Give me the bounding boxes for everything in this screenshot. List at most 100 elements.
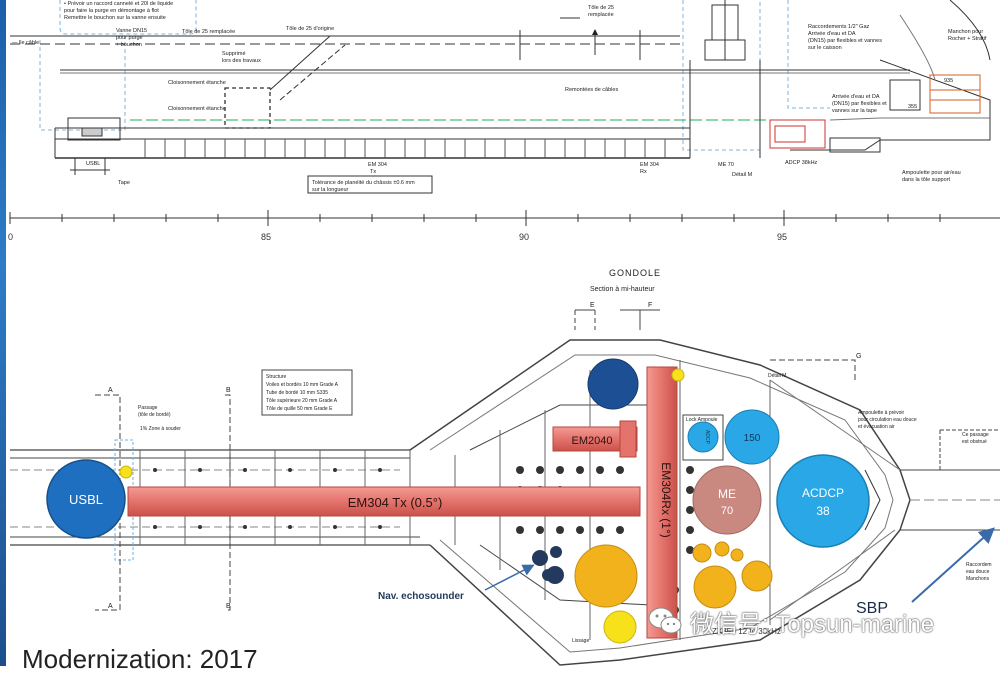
acdcp-38-transducer [776,454,870,548]
wechat-logo-icon [648,607,682,634]
em2040-label: EM2040 [572,435,613,447]
label-manchon-1: Manchon pour [948,29,983,35]
em304-tx-array [127,486,641,517]
label-manchon-2: Rocher + Stratif [948,36,987,42]
section-mark-f: F [648,302,652,309]
slide-left-edge [0,0,6,666]
frame-mark-85: 85 [261,232,271,242]
acdcp-label-2: 38 [816,504,830,518]
label-ampoulette-2: pour circulation eau douce [858,417,917,423]
label-355: 355 [908,104,917,110]
em2040-head [619,420,637,458]
section-mark-b-bottom: B [226,603,231,610]
me70-label-1: ME [718,487,736,501]
label-tole-remplacee-2-2: remplacée [588,12,614,18]
label-ampoulette-top-1: Ampoulette pour air/eau [902,170,961,176]
section-mark-a-top: A [108,387,113,394]
label-lissage: Lissage [572,638,589,644]
label-supprime-2: lors des travaux [222,58,261,64]
small-adcp-label: ADCP [704,430,710,445]
sbp-label: SBP [856,600,888,617]
me70-label-2: 70 [721,505,733,517]
sbp-arrow [911,527,995,603]
label-tole-origine: Tôle de 25 d'origine [286,26,334,32]
label-detail-top: Détail M [732,172,753,178]
em304-rx-label: EM304Rx (1°) [659,462,673,538]
label-tolerance-2: sur la longueur [312,187,349,193]
label-vanne-3: + bouchon [116,42,142,48]
orange-transducer-small-1 [692,543,712,563]
label-raccord-3: (DN15) par flexibles et vannes [808,38,882,44]
orange-transducer-mid [693,565,737,609]
label-ampoulette-1: Ampoulette à prévoir [858,410,904,416]
label-usbl-top: USBL [86,161,100,167]
label-raccordement-3: Manchons [966,576,990,582]
note-left-2: pour faire la purge en démontage à flot [64,8,159,14]
label-ce-passage-1: Ce passage [962,432,989,438]
adcp-150-label: 150 [744,433,761,444]
elevation-drawing [9,0,1000,226]
label-supprime-1: Supprimé [222,51,246,57]
orange-transducer-large [574,544,638,608]
nav-echosounder-label: Nav. echosounder [378,591,464,602]
slide-caption: Modernization: 2017 [22,644,258,674]
label-em304rx-1: EM 304 [640,162,659,168]
label-cloisonnement-1: Cloisonnement étanche [168,80,226,86]
yellow-marker-usbl [119,465,133,479]
section-mark-b-top: B [226,387,231,394]
label-tape: Tape [118,180,130,186]
label-vanne-2: pour purge [116,35,143,41]
yellow-marker-rx [671,368,685,382]
label-em304rx-2: Rx [640,169,647,175]
em304-tx-label: EM304 Tx (0.5°) [348,495,443,510]
structure-note-5: Tôle de quille 50 mm Grade E [266,406,333,412]
label-vanne-1: Vanne DN15 [116,28,147,34]
label-arrivee-1: Arrivée d'eau et DA [832,94,880,100]
structure-note-2: Voiles et bordés 10 mm Grade A [266,382,339,388]
label-ce-passage-2: est obstrué [962,439,987,445]
label-zone-a-souder: 1% Zone à souder [140,426,181,432]
label-passage-1: Passage [138,405,158,411]
adcp-150-transducer [724,409,780,465]
note-left-1: • Prévoir un raccord cannelé et 20l de l… [64,1,173,7]
label-cable: — lle câble [12,40,39,46]
em304-rx-array [646,366,678,639]
blue-transducer-top [587,358,639,410]
usbl-transducer [46,459,126,539]
label-arrivee-3: vannes sur la tape [832,108,877,114]
nav-echosounder-arrow [484,564,535,591]
label-passage-2: (tôle de bordé) [138,412,171,418]
label-tole-remplacee-2-1: Tôle de 25 [588,5,614,11]
label-arrivee-2: (DN15) par flexibles et [832,101,887,107]
label-ampoulette-3: et évacuation air [858,424,895,430]
me70-transducer [692,465,762,535]
nav-echosounder-1 [532,550,548,566]
plan-subtitle: Section à mi-hauteur [590,286,655,293]
label-zx85: ZX85 - 12 to 33kHz [712,627,781,636]
label-ampoulette-top-2: dans la tôle support [902,177,950,183]
label-tolerance-1: Tolérance de planéité du châssis ±0.6 mm [312,180,415,186]
section-mark-a-bottom: A [108,603,113,610]
label-remontees: Remontées de câbles [565,87,618,93]
label-935: 935 [944,78,953,84]
label-raccordement-1: Raccordem [966,562,992,568]
nav-echosounder-4 [546,566,564,584]
plan-title: GONDOLE [609,268,661,278]
label-em304tx-1: EM 304 [368,162,387,168]
note-left-3: Remettre le bouchon sur la vanne ensuite [64,15,166,21]
label-adcp-top: ADCP 38kHz [785,160,818,166]
label-raccord-1: Raccordements 1/2" Gaz [808,24,870,30]
orange-transducer-small-2 [714,541,730,557]
label-em304tx-2: Tx [370,169,376,175]
label-tole-remplacee: Tôle de 25 remplacée [182,29,235,35]
orange-transducer-small-3 [730,548,744,562]
label-raccordement-2: eau douce [966,569,990,575]
frame-mark-95: 95 [777,232,787,242]
yellow-transducer-bottom [603,610,637,644]
frame-mark-90: 90 [519,232,529,242]
section-mark-e: E [590,302,595,309]
nav-echosounder-2 [550,546,562,558]
watermark-text: 微信号: Topsun-marine [690,610,935,638]
frame-mark-0: 0 [8,232,13,242]
